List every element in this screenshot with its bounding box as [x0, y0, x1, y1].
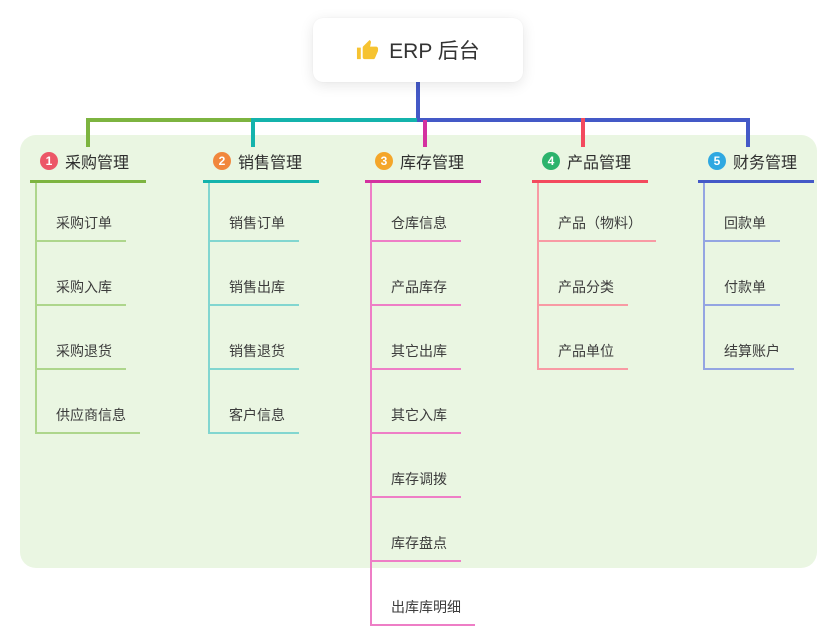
child-item[interactable]: 产品单位 — [539, 306, 628, 370]
branch-header-3[interactable]: 3 库存管理 — [365, 147, 481, 183]
child-item[interactable]: 客户信息 — [210, 370, 299, 434]
branch-header-4[interactable]: 4 产品管理 — [532, 147, 648, 183]
branch-label: 财务管理 — [733, 155, 798, 172]
child-item[interactable]: 采购退货 — [37, 306, 126, 370]
branch-header-1[interactable]: 1 采购管理 — [30, 147, 146, 183]
child-item[interactable]: 产品（物料） — [539, 183, 656, 242]
branches-panel — [20, 135, 817, 568]
branch-number-badge: 1 — [40, 152, 58, 170]
branch-children: 仓库信息产品库存其它出库其它入库库存调拨库存盘点出库库明细 — [370, 183, 475, 626]
branch-label: 采购管理 — [65, 155, 130, 172]
branch-3: 3 库存管理仓库信息产品库存其它出库其它入库库存调拨库存盘点出库库明细 — [365, 147, 481, 626]
branch-4: 4 产品管理产品（物料）产品分类产品单位 — [532, 147, 656, 370]
connector-left-outer — [86, 118, 255, 122]
child-item[interactable]: 库存盘点 — [372, 498, 461, 562]
child-item[interactable]: 供应商信息 — [37, 370, 140, 434]
drop-line-5 — [746, 118, 750, 147]
child-item[interactable]: 其它出库 — [372, 306, 461, 370]
branch-header-2[interactable]: 2 销售管理 — [203, 147, 319, 183]
branch-5: 5 财务管理回款单付款单结算账户 — [698, 147, 814, 370]
child-item[interactable]: 库存调拨 — [372, 434, 461, 498]
child-item[interactable]: 采购订单 — [37, 183, 126, 242]
branch-number-badge: 4 — [542, 152, 560, 170]
child-item[interactable]: 销售出库 — [210, 242, 299, 306]
drop-line-1 — [86, 118, 90, 147]
child-item[interactable]: 销售退货 — [210, 306, 299, 370]
root-node[interactable]: ERP 后台 — [313, 18, 523, 82]
branch-children: 采购订单采购入库采购退货供应商信息 — [35, 183, 140, 434]
drop-line-4 — [581, 118, 585, 147]
connector-left-inner — [251, 118, 419, 122]
branch-children: 产品（物料）产品分类产品单位 — [537, 183, 656, 370]
branch-number-badge: 3 — [375, 152, 393, 170]
branch-label: 库存管理 — [400, 155, 465, 172]
branch-header-5[interactable]: 5 财务管理 — [698, 147, 814, 183]
child-item[interactable]: 其它入库 — [372, 370, 461, 434]
branch-1: 1 采购管理采购订单采购入库采购退货供应商信息 — [30, 147, 146, 434]
branch-children: 销售订单销售出库销售退货客户信息 — [208, 183, 299, 434]
child-item[interactable]: 产品库存 — [372, 242, 461, 306]
branch-label: 产品管理 — [567, 155, 632, 172]
drop-line-2 — [251, 118, 255, 147]
child-item[interactable]: 出库库明细 — [372, 562, 475, 626]
child-item[interactable]: 仓库信息 — [372, 183, 461, 242]
branch-number-badge: 2 — [213, 152, 231, 170]
drop-line-3 — [423, 120, 427, 147]
branch-number-badge: 5 — [708, 152, 726, 170]
child-item[interactable]: 付款单 — [705, 242, 780, 306]
root-title: ERP 后台 — [389, 40, 480, 63]
thumbs-up-icon — [356, 39, 379, 62]
trunk-line — [416, 82, 420, 122]
child-item[interactable]: 产品分类 — [539, 242, 628, 306]
child-item[interactable]: 采购入库 — [37, 242, 126, 306]
child-item[interactable]: 回款单 — [705, 183, 780, 242]
branch-2: 2 销售管理销售订单销售出库销售退货客户信息 — [203, 147, 319, 434]
branch-label: 销售管理 — [238, 155, 303, 172]
child-item[interactable]: 结算账户 — [705, 306, 794, 370]
child-item[interactable]: 销售订单 — [210, 183, 299, 242]
branch-children: 回款单付款单结算账户 — [703, 183, 794, 370]
